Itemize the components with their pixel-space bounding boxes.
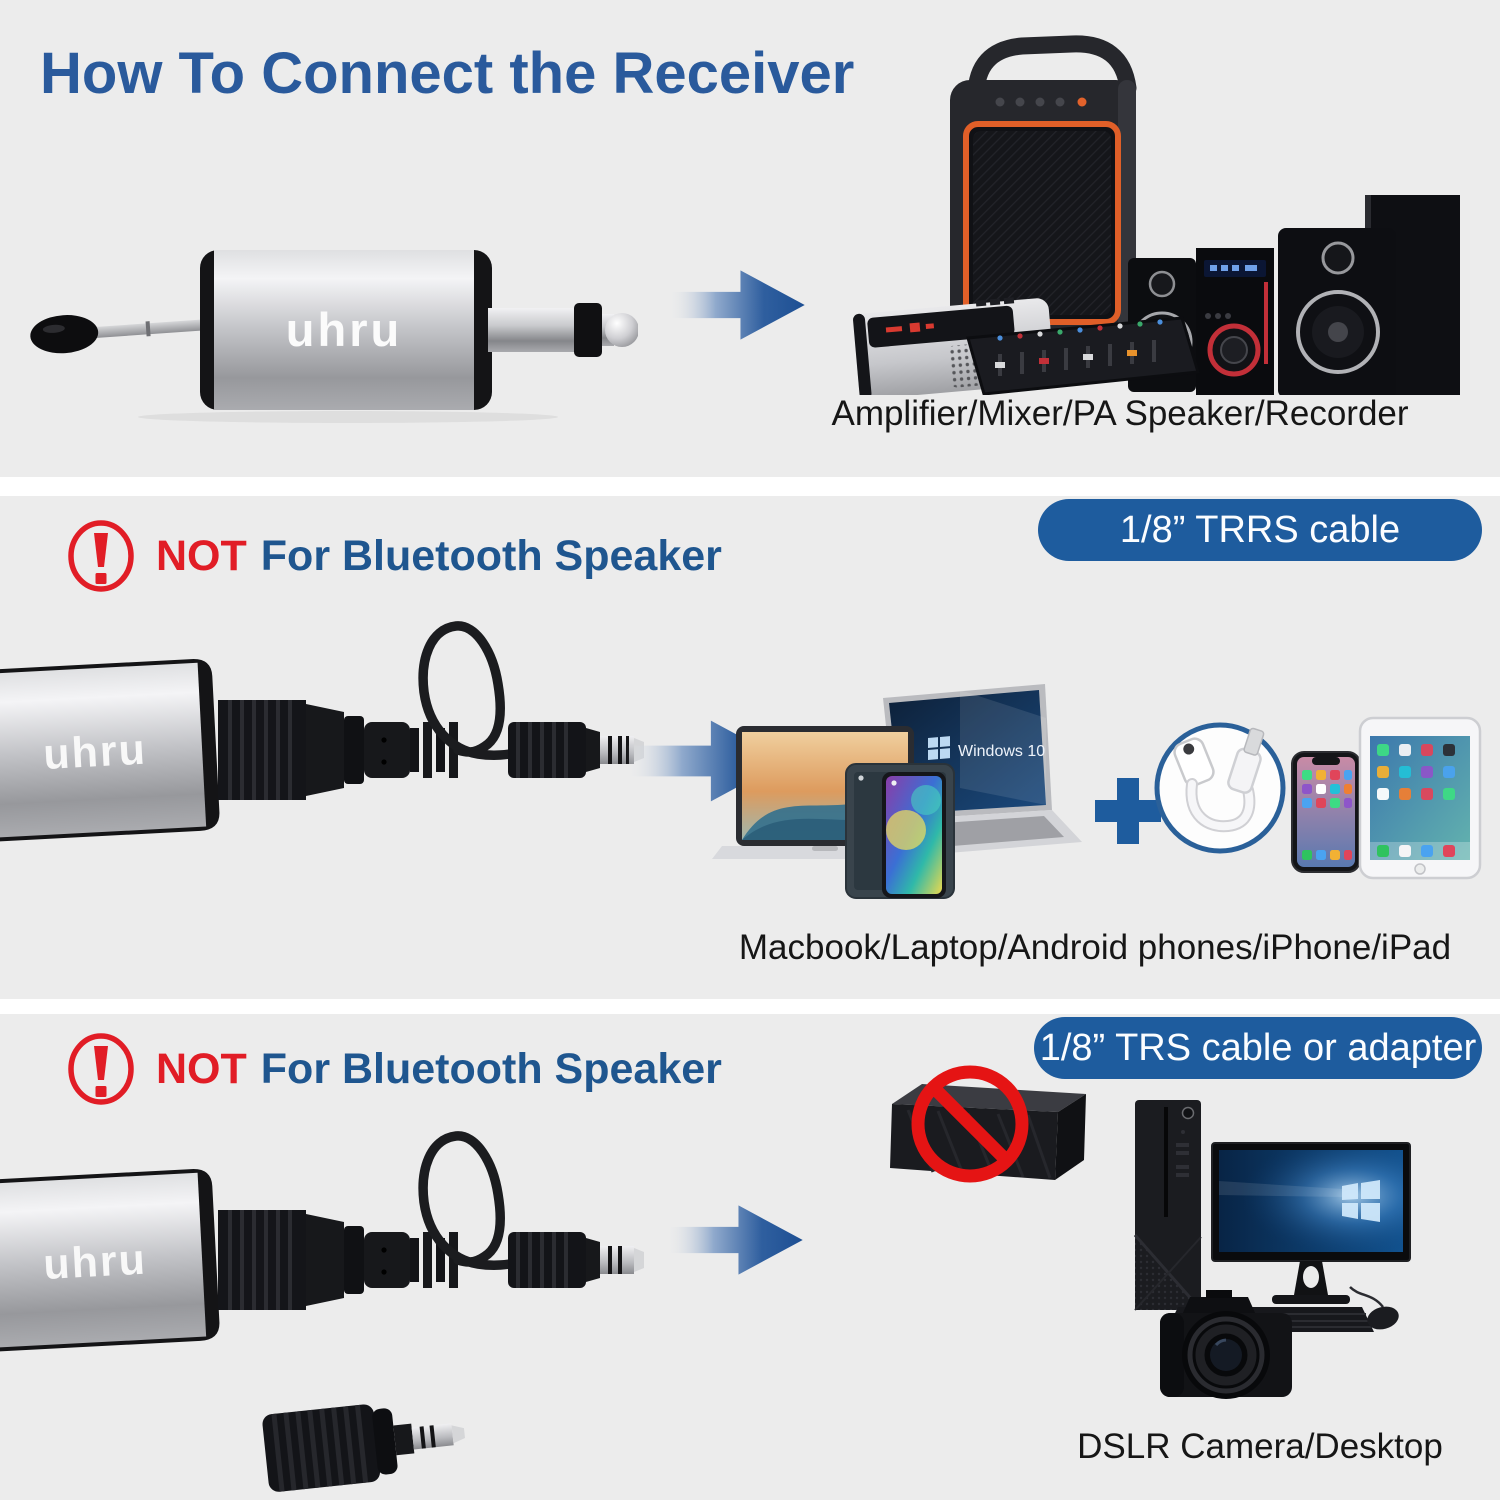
brand-logo: uhru: [286, 303, 402, 356]
ipad-app-grid: [1377, 744, 1455, 800]
cable-loop: [418, 621, 527, 760]
prohibition-icon: [911, 1065, 1029, 1183]
cable-loop: [418, 1131, 527, 1270]
warning-text-label: For Bluetooth Speaker: [260, 1044, 722, 1093]
monitor: [1211, 1142, 1411, 1304]
receiver-body: uhru: [0, 659, 220, 843]
warning-row: NOT For Bluetooth Speaker: [64, 515, 722, 597]
warning-icon: [68, 520, 134, 592]
receiver-with-cable: uhru: [0, 1131, 644, 1353]
arrow-icon: [668, 270, 805, 340]
badge-label: 1/8” TRS cable or adapter: [1039, 1026, 1477, 1069]
computer-devices-illustration: Windows 10: [712, 684, 1482, 899]
ipad: [1358, 716, 1482, 880]
cable-type-badge: 1/8” TRRS cable: [1038, 499, 1482, 561]
section1-caption: Amplifier/Mixer/PA Speaker/Recorder: [831, 394, 1409, 433]
dslr-camera: [1160, 1290, 1292, 1399]
windows-logo-icon: [928, 736, 950, 760]
section-divider: [0, 999, 1500, 1014]
windows-logo-icon: [1342, 1180, 1380, 1222]
arrow-icon: [666, 1205, 803, 1275]
warning-not-label: NOT: [156, 1044, 247, 1093]
page-title: How To Connect the Receiver: [40, 41, 855, 106]
audio-equipment-illustration: [853, 35, 1460, 395]
prohibited-bluetooth-speaker: [890, 1065, 1086, 1183]
mouse: [1349, 1286, 1399, 1330]
warning-not-label: NOT: [156, 531, 247, 580]
male-trs-plug: [508, 1232, 644, 1288]
receiver-with-cable: uhru: [0, 621, 644, 843]
audio-mixer: [966, 316, 1200, 395]
laptop-screen-label: Windows 10: [958, 743, 1045, 760]
iphone: [1291, 751, 1361, 873]
desktop-tower: [1133, 1100, 1203, 1311]
brand-logo: uhru: [42, 1236, 148, 1289]
desktop-camera-illustration: [1133, 1100, 1411, 1399]
badge-label: 1/8” TRRS cable: [1119, 508, 1401, 551]
quarter-inch-plug: [488, 303, 638, 357]
quarter-to-eighth-adapter: [262, 1404, 466, 1492]
receiver-quarter-inch: uhru: [30, 250, 638, 423]
warning-text-label: For Bluetooth Speaker: [260, 531, 722, 580]
female-adapter: [218, 700, 458, 800]
section3-caption: DSLR Camera/Desktop: [1077, 1427, 1443, 1466]
lightning-adapter-badge: [1154, 722, 1286, 854]
iphone-app-grid: [1302, 770, 1352, 860]
receiver-body: uhru: [200, 250, 492, 410]
receiver-shadow: [138, 411, 558, 423]
section-divider: [0, 477, 1500, 496]
female-adapter: [218, 1210, 458, 1310]
section2-caption: Macbook/Laptop/Android phones/iPhone/iPa…: [738, 928, 1452, 967]
warning-row: NOT For Bluetooth Speaker: [64, 1028, 722, 1110]
plus-icon: [1095, 778, 1161, 844]
warning-icon: [68, 1033, 134, 1105]
receiver-antenna: [30, 315, 220, 354]
brand-logo: uhru: [42, 726, 148, 779]
cable-type-badge: 1/8” TRS cable or adapter: [1034, 1017, 1482, 1079]
pa-speaker: [950, 35, 1137, 342]
receiver-body: uhru: [0, 1169, 220, 1353]
android-phone: [882, 772, 946, 898]
